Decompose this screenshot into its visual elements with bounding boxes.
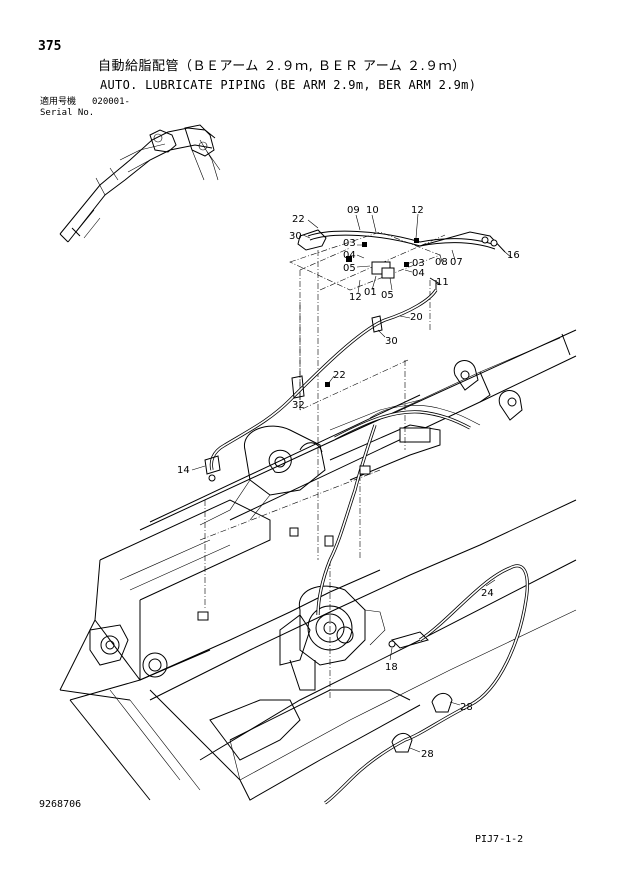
title-japanese: 自動給脂配管（ＢＥアーム ２.９ｍ, ＢＥＲ アーム ２.９ｍ） xyxy=(98,59,466,74)
serial-value: 020001- xyxy=(92,97,130,107)
callout-30-top: 30 xyxy=(289,231,302,242)
arm-pin-boss-lower xyxy=(279,585,386,691)
callout-24: 24 xyxy=(481,588,494,599)
callout-12-bottom: 12 xyxy=(349,292,362,303)
callout-04-right: 04 xyxy=(412,268,425,279)
inset-machine-sketch xyxy=(59,124,221,243)
callout-28-lower: 28 xyxy=(421,749,434,760)
callout-11: 11 xyxy=(436,277,449,288)
callout-16: 16 xyxy=(507,250,520,261)
callout-07: 07 xyxy=(450,257,463,268)
centre-lines xyxy=(199,234,446,700)
callout-12-top: 12 xyxy=(411,205,424,216)
lubrication-hoses xyxy=(197,289,529,805)
callout-30-middle: 30 xyxy=(385,336,398,347)
drawing-number: 9268706 xyxy=(39,799,82,810)
arm-structure xyxy=(59,329,577,801)
serial-label-japanese: 適用号機 xyxy=(40,97,77,107)
callout-22-middle: 22 xyxy=(333,370,346,381)
callout-03-left: 03 xyxy=(343,238,356,249)
callout-18: 18 xyxy=(385,662,398,673)
serial-label-english: Serial No. xyxy=(40,108,95,118)
callout-04-left: 04 xyxy=(343,250,356,261)
callout-32: 32 xyxy=(292,400,305,411)
title-english: AUTO. LUBRICATE PIPING (BE ARM 2.9m, BER… xyxy=(100,78,477,92)
callout-22-top: 22 xyxy=(292,214,305,225)
distribution-block-assembly xyxy=(289,229,506,292)
page-code: PIJ7-1-2 xyxy=(475,834,524,845)
callout-10: 10 xyxy=(366,205,379,216)
callout-08: 08 xyxy=(435,257,448,268)
callout-05-right: 05 xyxy=(381,290,394,301)
callout-14: 14 xyxy=(177,465,190,476)
callout-labels: 22 30 09 10 12 03 04 05 03 04 08 07 16 1… xyxy=(177,205,520,760)
callout-28-upper: 28 xyxy=(460,702,473,713)
arm-pin-boss-upper xyxy=(199,399,441,526)
callout-09: 09 xyxy=(347,205,360,216)
callout-05-left: 05 xyxy=(343,263,356,274)
callout-03-right: 03 xyxy=(412,258,425,269)
callout-01: 01 xyxy=(364,287,377,298)
callout-20: 20 xyxy=(410,312,423,323)
page-number: 375 xyxy=(38,39,62,54)
leader-lines xyxy=(191,213,513,753)
